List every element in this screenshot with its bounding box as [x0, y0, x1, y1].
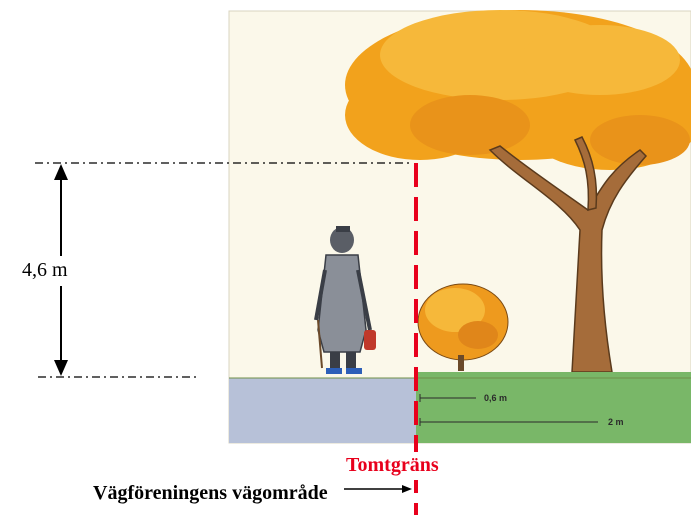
- height-label: 4,6 m: [22, 259, 68, 282]
- road-area-arrow: [344, 485, 412, 493]
- road-area-label: Vägföreningens vägområde: [93, 482, 328, 505]
- measure-near-label: 0,6 m: [484, 393, 507, 403]
- lawn-area: [416, 372, 691, 443]
- tree-canopy: [345, 10, 691, 170]
- measure-far-label: 2 m: [608, 417, 624, 427]
- road-area: [229, 378, 416, 443]
- property-boundary-label: Tomtgräns: [346, 454, 439, 477]
